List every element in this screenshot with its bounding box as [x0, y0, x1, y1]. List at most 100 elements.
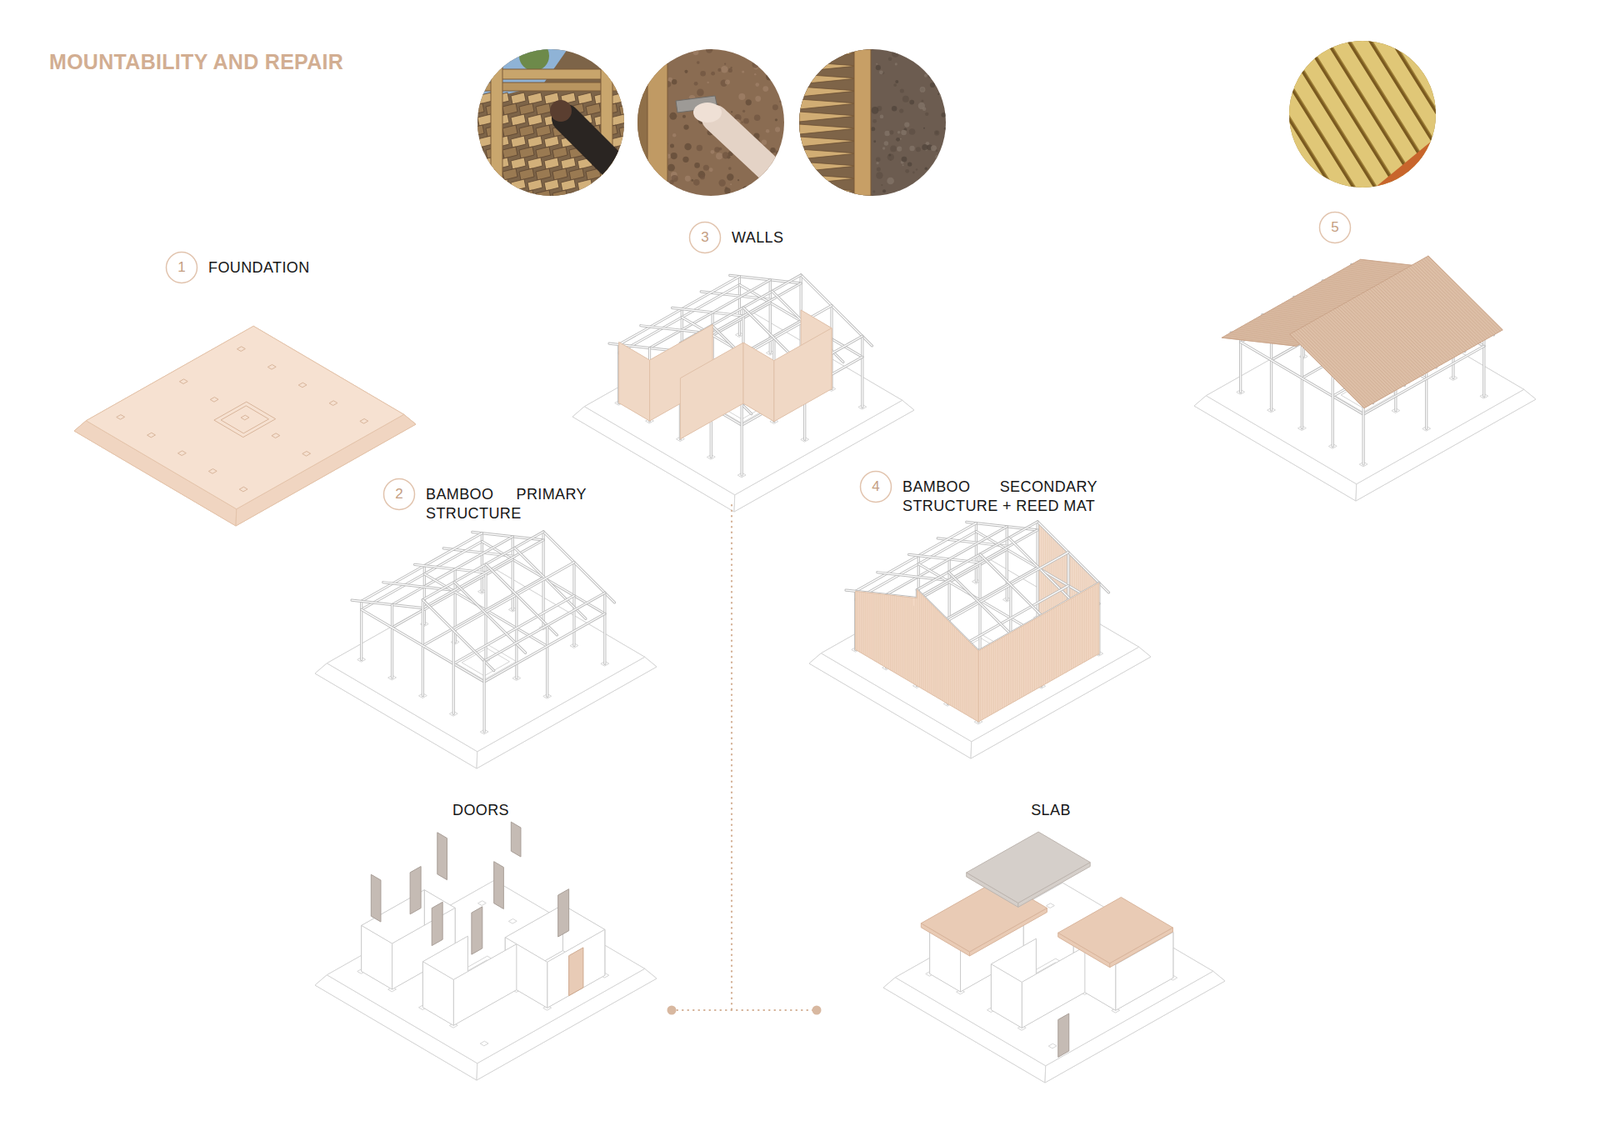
reed-line — [894, 595, 895, 673]
texture-dot — [880, 115, 885, 120]
bamboo-tile — [1294, 0, 1463, 233]
texture-dot — [669, 112, 677, 120]
reed-line — [1031, 620, 1033, 691]
step-number: 3 — [688, 220, 722, 255]
reed-line — [857, 591, 859, 651]
reed-line — [1055, 606, 1057, 678]
roof-corrugation — [1324, 315, 1399, 390]
roof-corrugation — [1415, 263, 1490, 338]
texture-dot — [872, 119, 877, 124]
reed-line — [940, 613, 942, 700]
step-number: 5 — [1318, 210, 1352, 245]
bamboo-slat — [502, 103, 518, 115]
bamboo-slat — [569, 190, 585, 202]
reed-line — [1040, 615, 1042, 687]
reed-mat — [978, 582, 1100, 722]
texture-dot — [875, 65, 881, 70]
photo-circle — [469, 40, 635, 202]
roof-corrugation — [1328, 312, 1403, 387]
texture-dot — [900, 88, 905, 93]
texture-dot — [827, 56, 833, 62]
bamboo-slat — [510, 135, 526, 148]
reed-line — [1036, 617, 1038, 689]
courtyard — [220, 405, 269, 434]
bamboo-member — [422, 540, 544, 609]
texture-dot — [647, 194, 651, 198]
texture-dot — [706, 81, 709, 84]
reed-line — [997, 640, 999, 711]
bamboo-slat — [552, 146, 568, 159]
texture-dot — [724, 187, 730, 194]
bamboo-tile — [1355, 0, 1525, 195]
reed-line — [866, 592, 868, 657]
roof-corrugation — [1375, 285, 1450, 360]
bamboo-pole — [854, 49, 871, 196]
earth-wall — [774, 328, 832, 422]
roof-corrugation — [1406, 268, 1481, 343]
texture-dot — [635, 182, 640, 186]
reed-line — [1070, 598, 1072, 670]
texture-dot — [925, 112, 929, 116]
door-panel — [410, 866, 421, 915]
bamboo-member — [484, 592, 605, 661]
doors-drawing — [315, 821, 657, 1080]
reed-line — [901, 596, 903, 678]
door-panel — [494, 861, 505, 910]
roof-corrugation — [1354, 297, 1429, 372]
roof-drawing — [1194, 255, 1536, 501]
texture-dot — [912, 171, 915, 175]
texture-dot — [870, 126, 875, 131]
texture-dot — [705, 45, 713, 53]
drawing-label: DOORS — [452, 800, 510, 820]
texture-dot — [761, 140, 767, 145]
reed-line — [895, 595, 897, 674]
reed-line — [965, 638, 967, 715]
primary-structure-drawing — [315, 531, 657, 769]
texture-dot — [828, 52, 833, 57]
roof-corrugation — [1417, 262, 1492, 337]
bamboo-slat — [469, 103, 485, 115]
roof-corrugation — [1374, 286, 1449, 361]
texture-dot — [657, 182, 663, 188]
tile-shadow — [1307, 0, 1464, 225]
low-wall — [547, 929, 605, 1008]
texture-dot — [726, 173, 734, 180]
texture-dot — [762, 85, 769, 92]
texture-dot — [925, 166, 928, 170]
bamboo-slat — [510, 92, 526, 105]
bamboo-wedge — [799, 124, 858, 135]
reed-line — [890, 595, 891, 670]
texture-dot — [710, 71, 715, 76]
texture-dot — [722, 151, 730, 159]
roof-corrugation — [1330, 310, 1405, 385]
texture-dot — [641, 60, 647, 65]
bamboo-slat — [544, 179, 560, 191]
reed-line — [1058, 605, 1060, 677]
reed-line — [917, 590, 919, 686]
reed-line — [995, 640, 996, 712]
texture-dot — [923, 127, 925, 130]
texture-dot — [692, 49, 699, 55]
reed-line — [882, 594, 884, 665]
reed-line — [1051, 609, 1053, 680]
reed-line — [1010, 632, 1012, 704]
arm — [565, 118, 633, 185]
roof-corrugation — [1309, 323, 1384, 398]
texture-dot — [921, 144, 928, 150]
texture-dot — [909, 100, 915, 105]
door-panel — [569, 947, 584, 996]
texture-dot — [700, 70, 706, 77]
low-wall — [422, 961, 454, 1026]
roof-corrugation — [1365, 291, 1440, 366]
roof-corrugation — [1337, 307, 1412, 382]
texture-dot — [935, 56, 940, 60]
reed-line — [977, 650, 979, 721]
texture-dot — [700, 175, 705, 180]
reed-line — [1015, 630, 1016, 701]
tile-shadow — [1338, 0, 1495, 205]
bamboo-member — [916, 530, 1038, 599]
bamboo-slat — [535, 146, 551, 159]
reed-line — [1088, 588, 1090, 660]
texture-dot — [816, 64, 821, 69]
texture-dot — [684, 70, 688, 74]
